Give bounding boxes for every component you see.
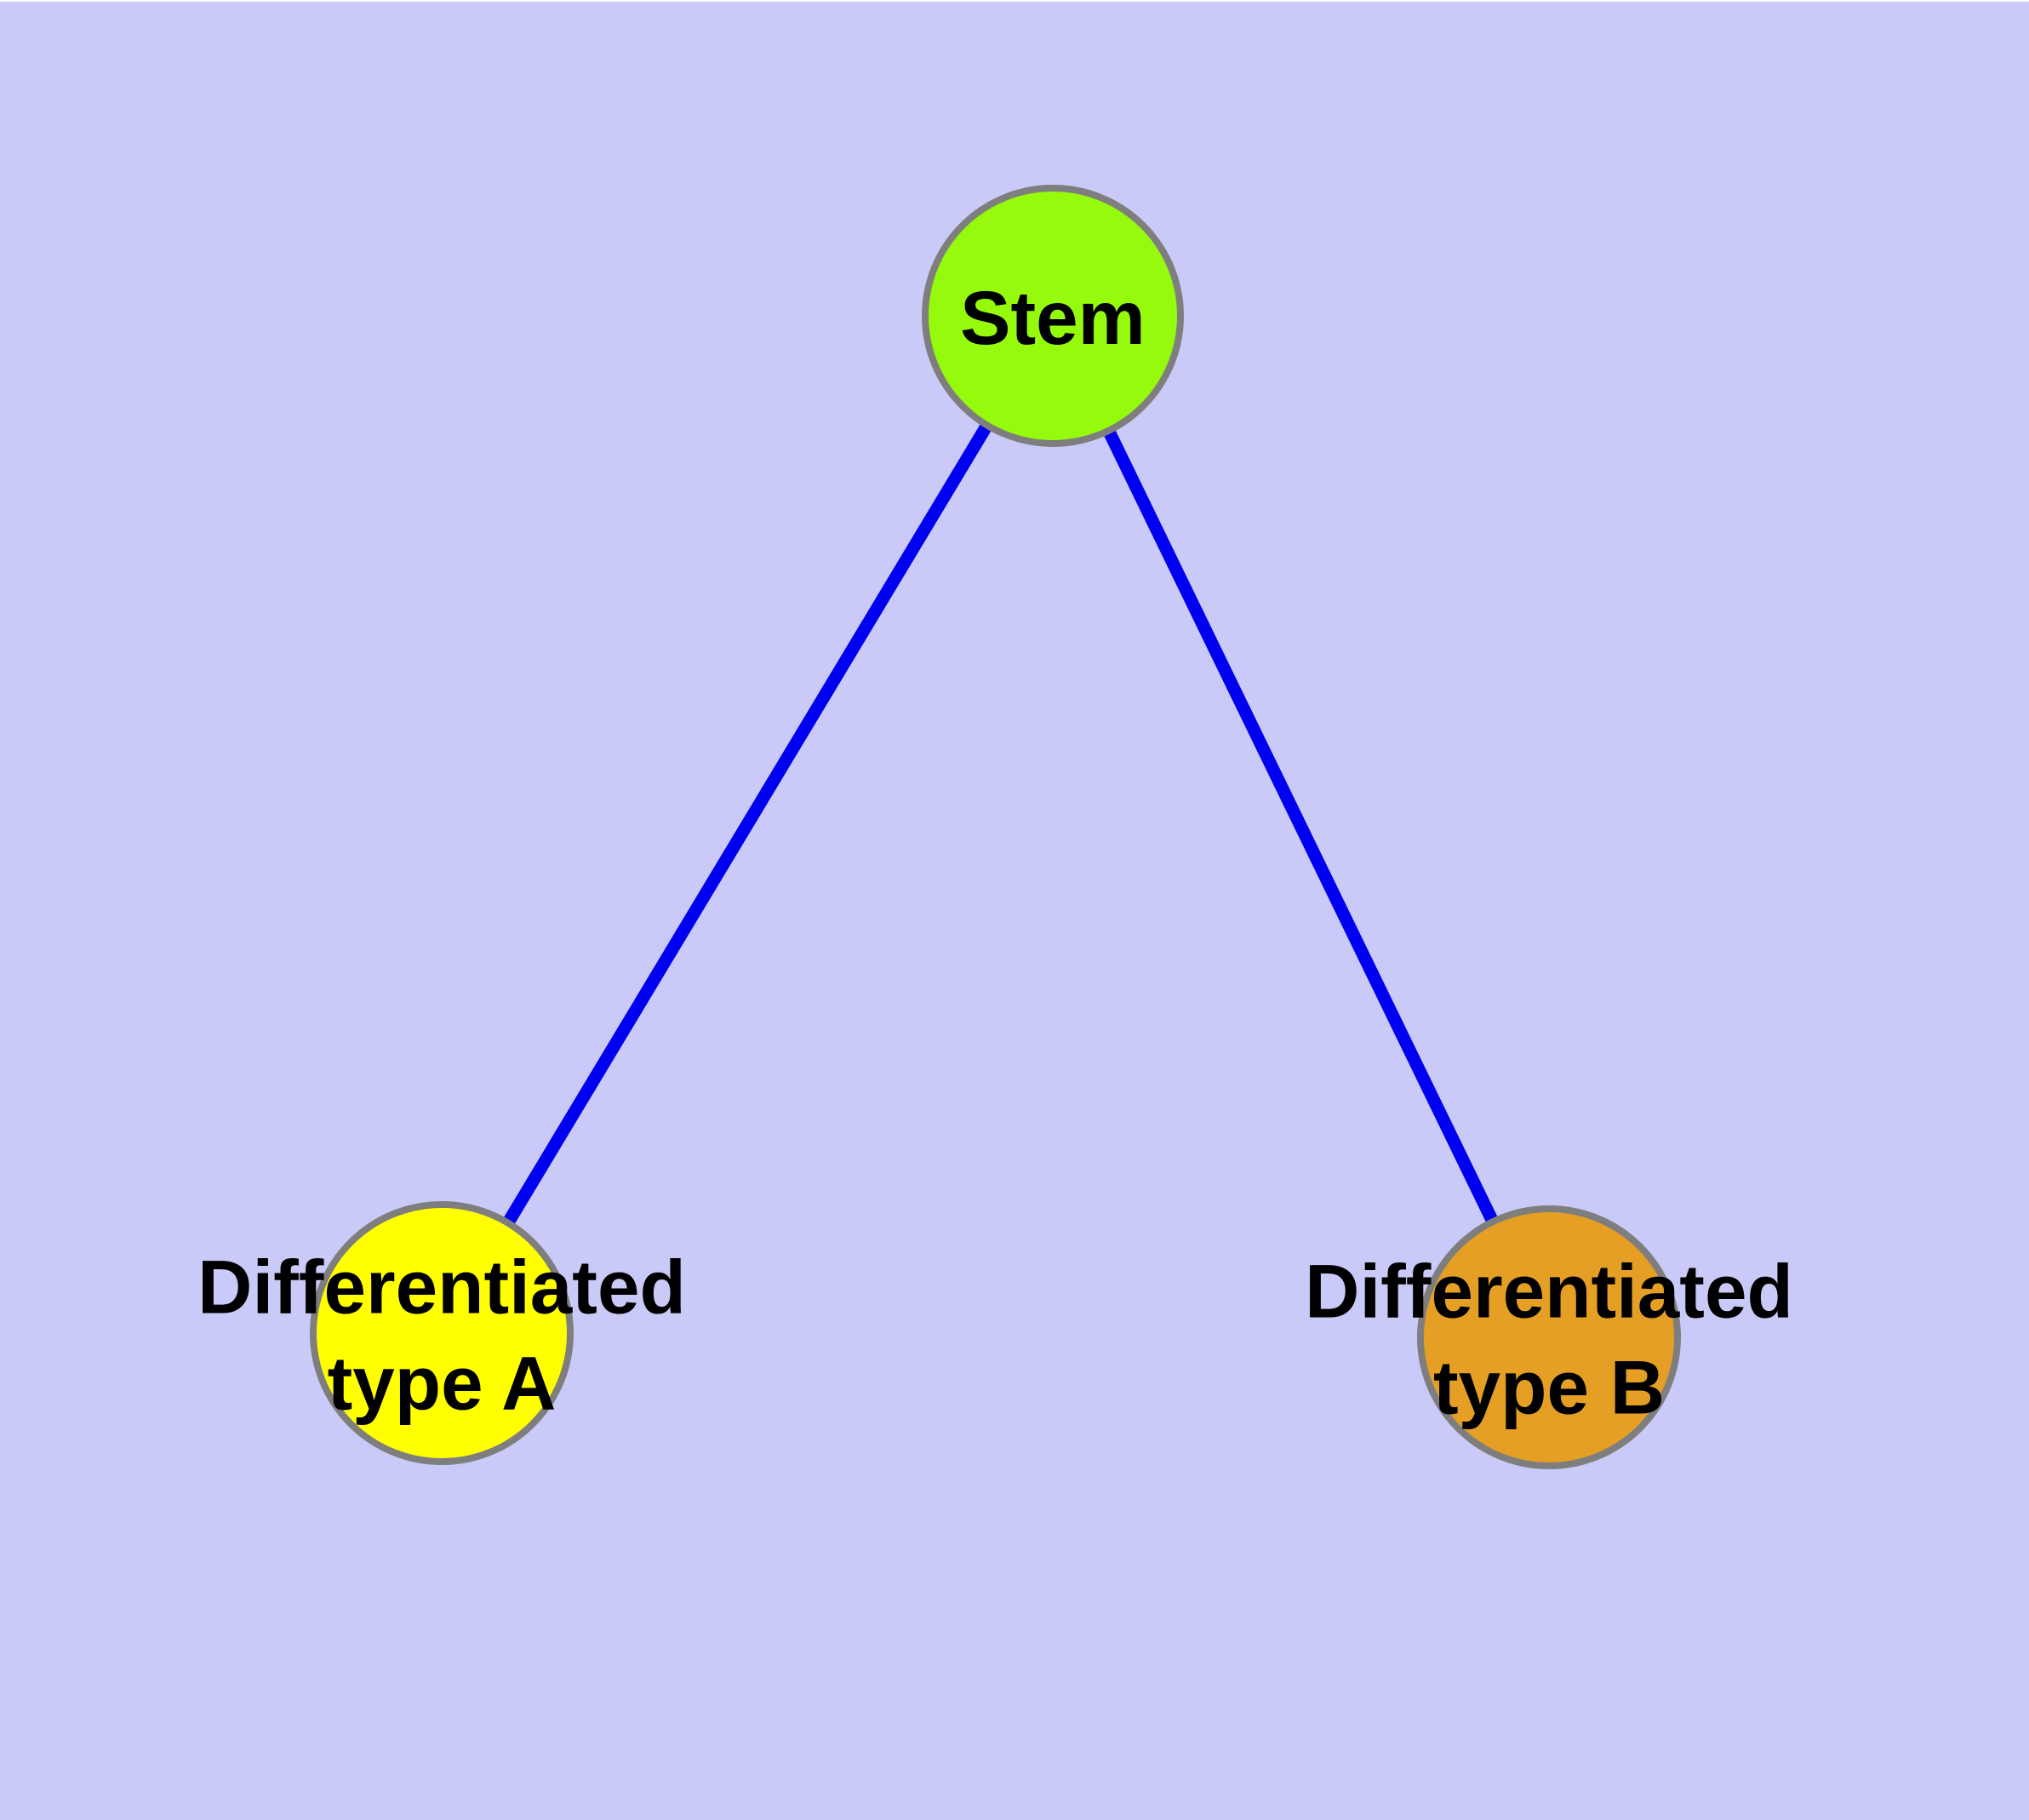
edge-stem-to-type-a (436, 312, 1059, 1336)
edge-stem-to-type-b (1047, 312, 1555, 1341)
node-circle-type-b[interactable] (1417, 1205, 1681, 1469)
node-circle-stem[interactable] (922, 185, 1184, 447)
canvas-top-edge (0, 0, 2029, 2)
node-label-stem: Stem (960, 275, 1146, 360)
node-circle-type-a[interactable] (310, 1201, 574, 1465)
